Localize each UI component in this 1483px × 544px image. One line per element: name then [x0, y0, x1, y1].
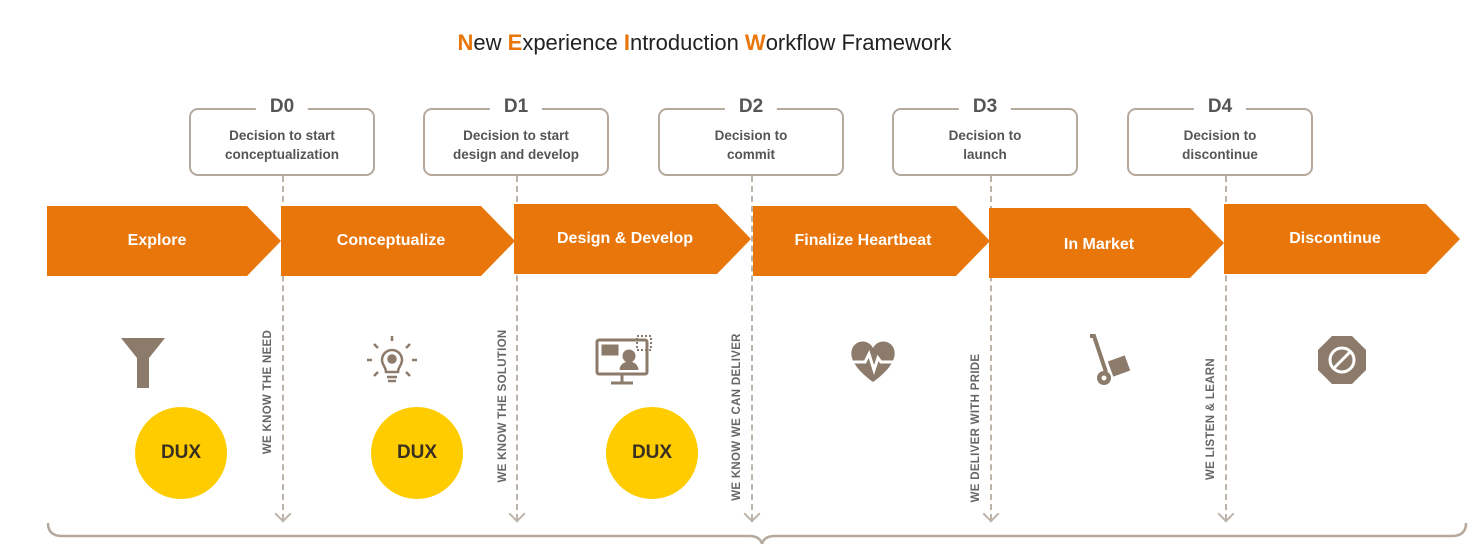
phase-label: Explore [127, 232, 187, 249]
gate-d3: D3 Decision to launch [892, 96, 1078, 176]
gate-desc-line2: launch [963, 147, 1007, 162]
gate-code: D0 [255, 96, 309, 118]
gate-d2: D2 Decision to commit [658, 96, 844, 176]
chevron-shape [989, 208, 1224, 278]
phase-label: Conceptualize [336, 232, 446, 249]
gate-desc-line2: design and develop [452, 147, 580, 162]
title-rest-w: orkflow Framework [765, 30, 952, 55]
phase-label: Finalize Heartbeat [794, 232, 932, 249]
chevron-shape [281, 206, 515, 276]
dux-badge: DUX [606, 407, 698, 499]
gate-desc-line1: Decision to start [229, 128, 335, 143]
gate-desc-line1: Decision to [1183, 128, 1257, 143]
hand-truck-icon [1078, 330, 1138, 390]
phase-label: Discontinue [1289, 230, 1381, 247]
gate-desc-line2: conceptualization [224, 147, 339, 162]
title-rest-e: xperience [522, 30, 624, 55]
gate-d1: D1 Decision to start design and develop [423, 96, 609, 176]
phase-discontinue: Discontinue [1224, 204, 1460, 278]
gate-line-d0 [282, 176, 284, 520]
title-rest-n: ew [473, 30, 508, 55]
gate-description: Decision to start conceptualization [191, 126, 373, 164]
gate-code: D2 [724, 96, 778, 118]
chevron-shape [753, 206, 990, 276]
phase-label: In Market [1063, 236, 1135, 253]
gate-description: Decision to launch [894, 126, 1076, 164]
title-initial-w: W [744, 30, 766, 55]
phase-explore: Explore [47, 204, 281, 278]
gate-description: Decision to commit [660, 126, 842, 164]
gate-desc-line2: discontinue [1182, 147, 1258, 162]
design-screen-icon [593, 330, 653, 390]
lightbulb-gear-icon [362, 330, 422, 390]
prohibited-icon [1312, 330, 1372, 390]
gate-description: Decision to start design and develop [425, 126, 607, 164]
gate-line-d1 [516, 176, 518, 520]
phase-finalize-heartbeat: Finalize Heartbeat [753, 204, 990, 278]
title-initial-e: E [507, 30, 523, 55]
gate-code: D3 [958, 96, 1012, 118]
gate-code: D1 [489, 96, 543, 118]
dux-badge: DUX [371, 407, 463, 499]
dux-badge: DUX [135, 407, 227, 499]
chevron-shape [1224, 204, 1460, 274]
funnel-icon [113, 330, 173, 390]
chevron-shape [47, 206, 281, 276]
chevron-shape [514, 204, 751, 274]
phase-conceptualize: Conceptualize [281, 204, 515, 278]
title-rest-i: ntroduction [629, 30, 745, 55]
phase-in-market: In Market [989, 204, 1224, 278]
gate-description: Decision to discontinue [1129, 126, 1311, 164]
gate-desc-line1: Decision to start [463, 128, 569, 143]
gate-desc-line1: Decision to [714, 128, 788, 143]
phase-label: Design & Develop [556, 230, 694, 247]
title-initial-n: N [457, 30, 474, 55]
gate-line-d4 [1225, 176, 1227, 520]
title-initial-i: I [623, 30, 630, 55]
phase-design-develop: Design & Develop [514, 204, 751, 278]
gate-line-d3 [990, 176, 992, 520]
gate-desc-line2: commit [726, 147, 775, 162]
gate-d4: D4 Decision to discontinue [1127, 96, 1313, 176]
gate-code: D4 [1193, 96, 1247, 118]
gate-desc-line1: Decision to [948, 128, 1022, 143]
heartbeat-icon [843, 330, 903, 390]
gate-d0: D0 Decision to start conceptualization [189, 96, 375, 176]
gate-line-d2 [751, 176, 753, 520]
page-title: New Experience Introduction Workflow Fra… [0, 30, 1409, 56]
